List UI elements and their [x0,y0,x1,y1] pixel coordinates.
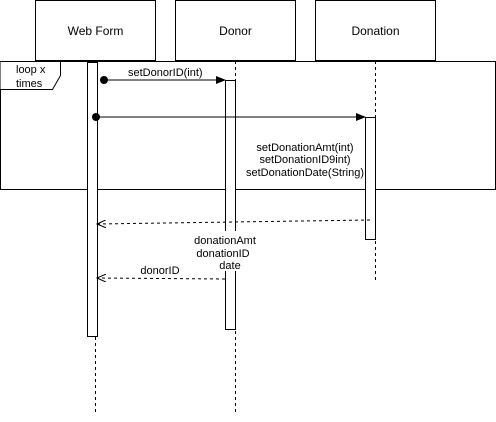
return-label-donation-id: donationID [196,248,249,260]
activation-donation [365,117,376,240]
loop-fragment-tab [0,61,61,90]
message-label-set-donation-id: setDonationID9int) [259,154,350,166]
loop-label-line1: loop x [16,64,46,76]
return-label-date: date [219,260,240,272]
message-label-set-donation-amt: setDonationAmt(int) [256,142,353,154]
return-label-donor-id: donorID [140,265,179,277]
message-label-set-donation-date: setDonationDate(String) [246,167,364,179]
participant-donor-box [175,0,296,61]
participant-donation-box [315,0,436,61]
activation-donor [225,80,236,330]
return-arrow-donor-id [97,278,226,279]
return-label-donation-amt: donationAmt [194,235,256,247]
participant-web-form-label: Web Form [68,24,124,38]
return-label-background [190,231,264,271]
participant-web-form-box [35,0,156,61]
message-label-set-donor-id: setDonorID(int) [128,67,203,79]
participant-donation-label: Donation [351,24,399,38]
participant-donor-label: Donor [219,24,252,38]
loop-label-line2: times [16,78,43,90]
activation-web-form [87,62,98,337]
